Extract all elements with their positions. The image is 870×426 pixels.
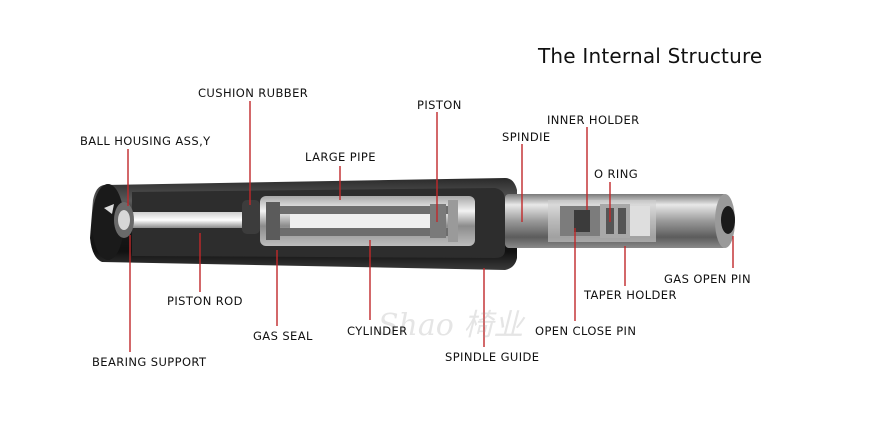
label-ball-housing: BALL HOUSING ASS,Y: [80, 134, 211, 148]
label-gas-open-pin: GAS OPEN PIN: [664, 272, 751, 286]
label-large-pipe: LARGE PIPE: [305, 150, 376, 164]
label-taper-holder: TAPER HOLDER: [584, 288, 677, 302]
watermark: Shao 椅业: [378, 308, 524, 343]
label-cylinder: CYLINDER: [347, 324, 408, 338]
label-gas-seal: GAS SEAL: [253, 329, 313, 343]
label-o-ring: O RING: [594, 167, 639, 181]
label-inner-holder: INNER HOLDER: [547, 113, 640, 127]
label-piston: PISTON: [417, 98, 462, 112]
cushion-rubber: [242, 200, 260, 234]
spindle-tube: [505, 194, 735, 248]
piston-rod: [104, 202, 260, 238]
label-spindie: SPINDIE: [502, 130, 551, 144]
label-spindle-guide: SPINDLE GUIDE: [445, 350, 540, 364]
label-cushion-rubber: CUSHION RUBBER: [198, 86, 309, 100]
label-piston-rod: PISTON ROD: [167, 294, 243, 308]
label-bearing-support: BEARING SUPPORT: [92, 355, 207, 369]
large-pipe: [260, 196, 475, 246]
leader-lines: [127, 101, 734, 352]
diagram-title: The Internal Structure: [538, 44, 763, 68]
label-open-close-pin: OPEN CLOSE PIN: [535, 324, 637, 338]
